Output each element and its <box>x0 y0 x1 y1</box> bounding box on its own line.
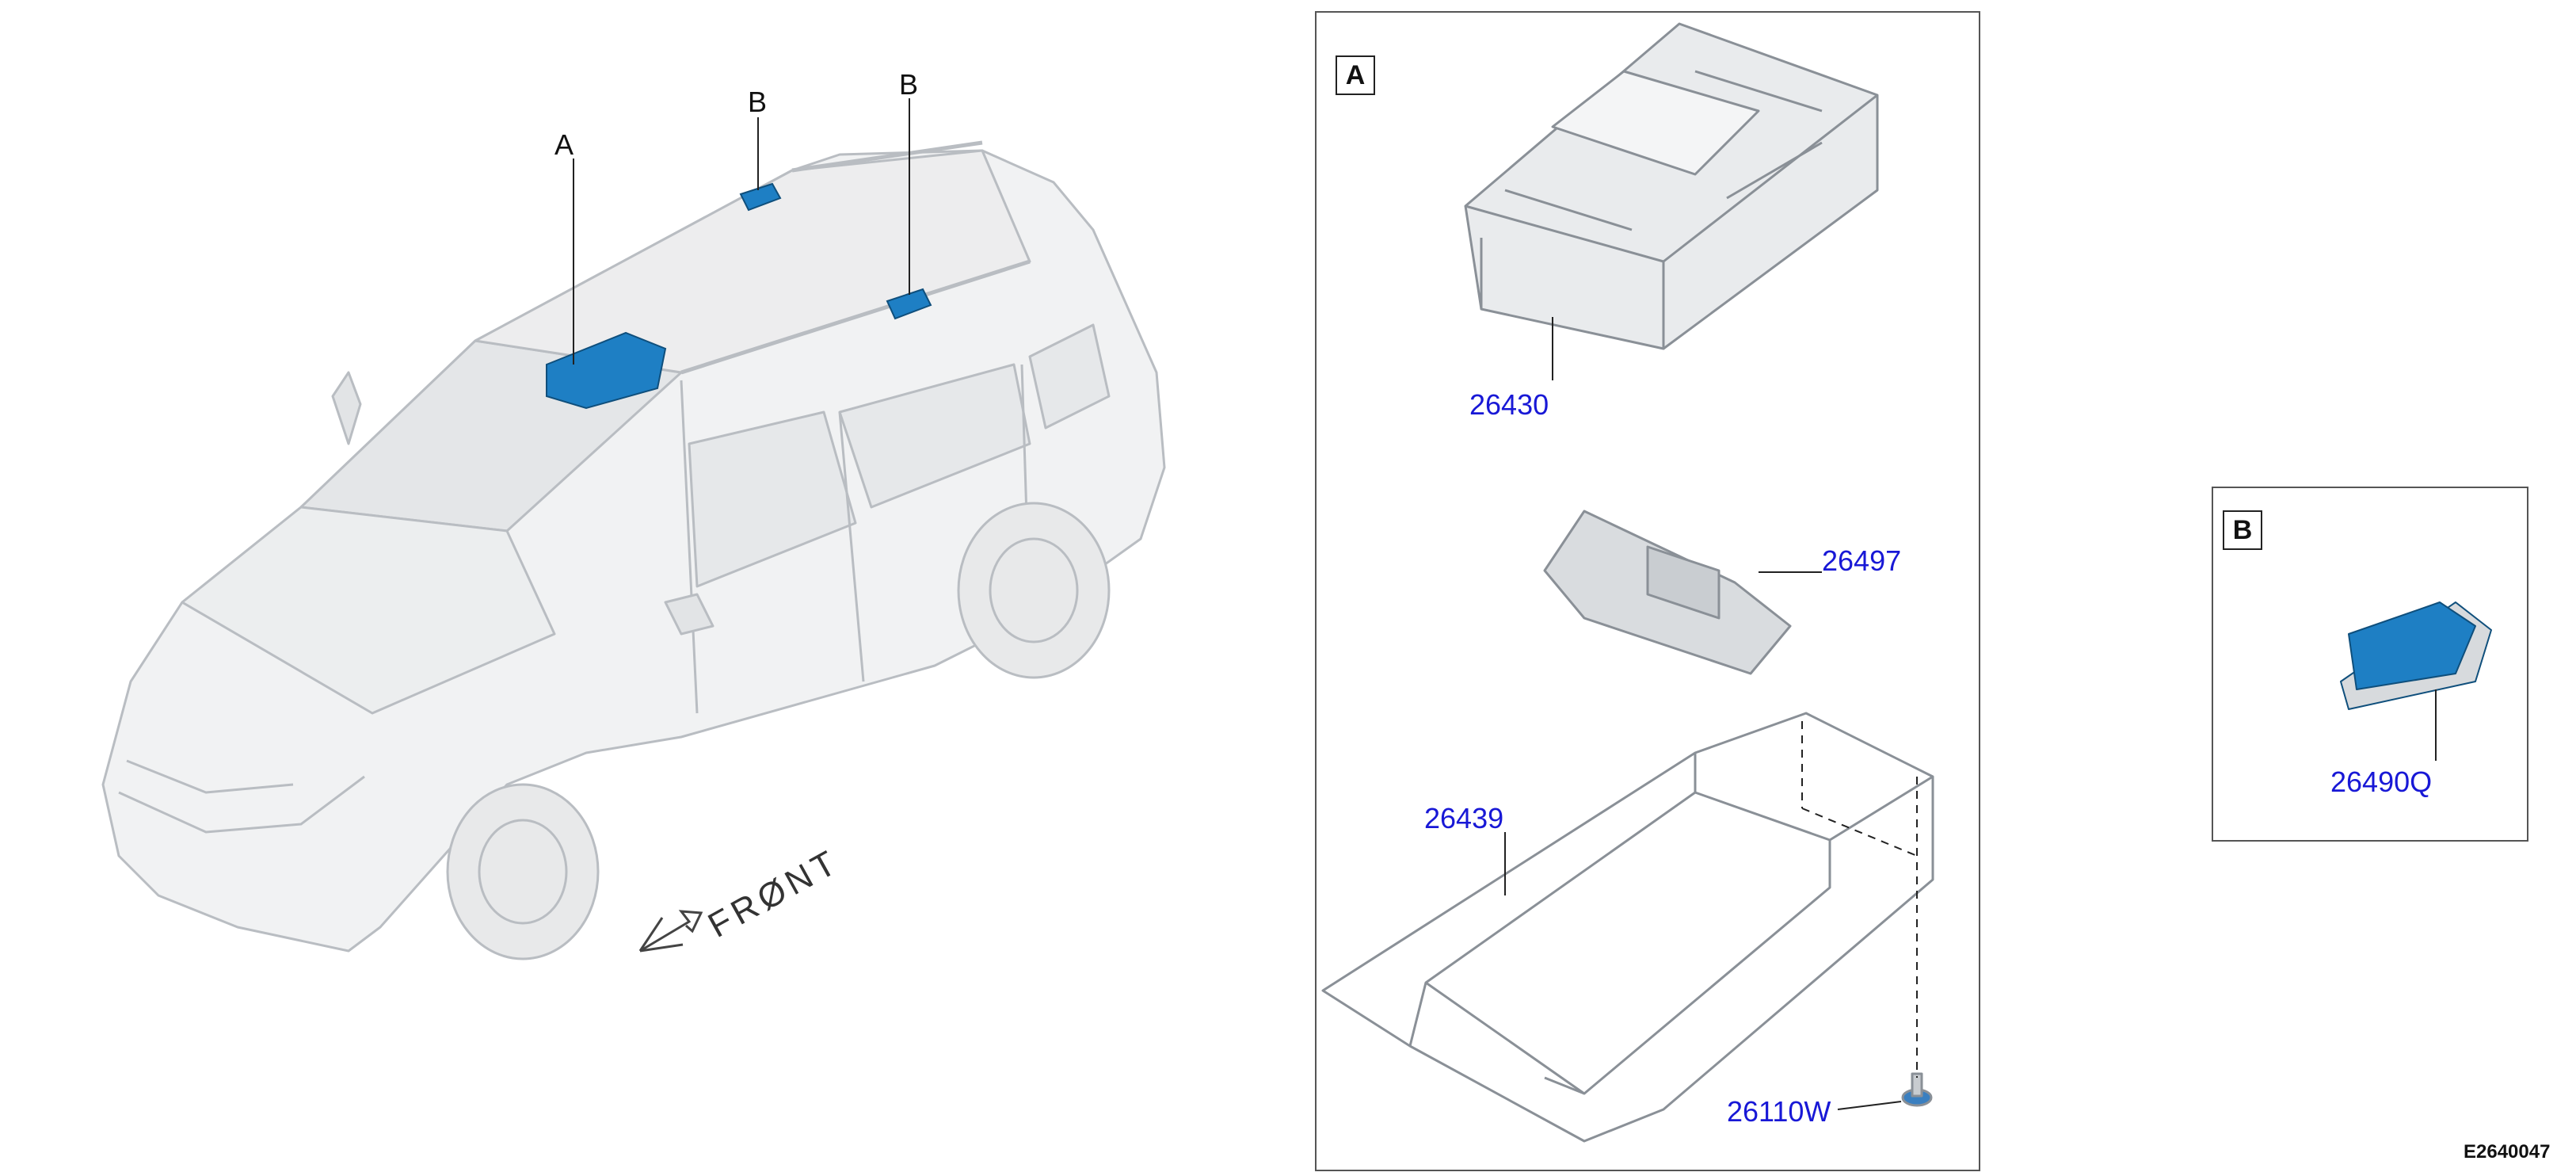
figure-id: E2640047 <box>2464 1141 2551 1163</box>
map-lamp-highlight <box>546 331 667 410</box>
callout-a: A <box>554 128 574 161</box>
part-number-26430[interactable]: 26430 <box>1469 388 1549 421</box>
front-arrow <box>638 910 703 953</box>
panel-a-drawing <box>1321 22 1934 1143</box>
part-number-26490q[interactable]: 26490Q <box>2330 766 2433 798</box>
part-26439-drawing <box>1321 712 1934 1143</box>
panel-b-label: B <box>2223 510 2262 550</box>
assembly-lines <box>1801 721 1918 1078</box>
part-26430-drawing <box>1464 22 1879 350</box>
panel-a <box>1315 11 1980 1171</box>
part-26110w-drawing <box>1901 1072 1933 1107</box>
room-lamp-rear-highlight <box>739 182 782 212</box>
part-number-26439[interactable]: 26439 <box>1424 802 1504 834</box>
part-number-26497[interactable]: 26497 <box>1822 544 1902 577</box>
vehicle-overview <box>101 140 1166 960</box>
callout-b-rear: B <box>748 86 768 118</box>
panel-b <box>2212 487 2528 842</box>
panel-a-leaders <box>1504 317 1902 1110</box>
overview-leaders <box>573 98 910 365</box>
part-number-26110w[interactable]: 26110W <box>1727 1095 1831 1128</box>
part-26497-drawing <box>1543 510 1792 675</box>
panel-a-label: A <box>1336 55 1375 95</box>
room-lamp-mid-highlight <box>886 288 932 320</box>
highlighted-parts <box>546 182 932 410</box>
callout-b-mid: B <box>899 68 919 101</box>
panel-b-drawing <box>2340 601 2492 710</box>
